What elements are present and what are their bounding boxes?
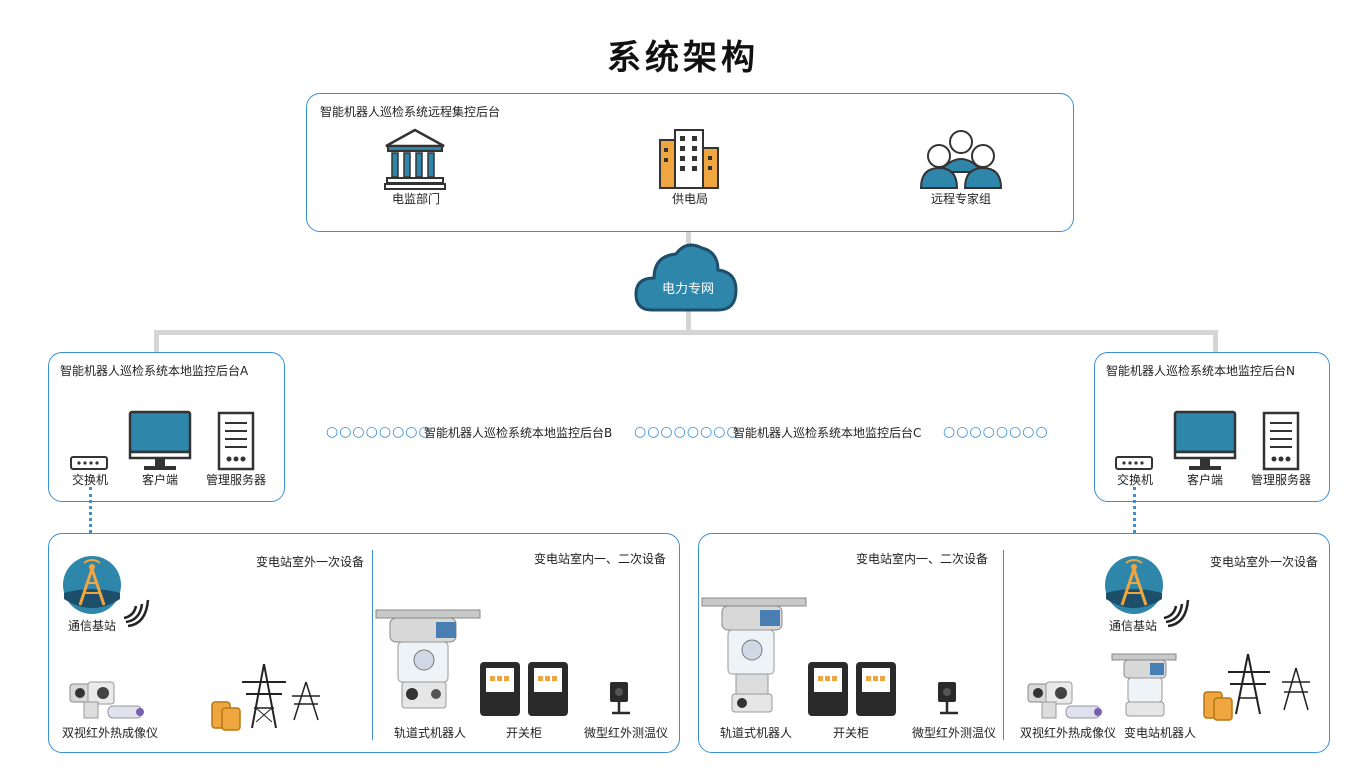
remote-control-center-label: 智能机器人巡检系统远程集控后台 — [320, 105, 501, 119]
rail-robot-icon — [375, 609, 481, 709]
connector-line — [686, 305, 691, 335]
connector-line — [154, 330, 1218, 335]
rail-robot-icon — [701, 597, 807, 713]
item-label: 交换机 — [71, 473, 109, 487]
transformer-tower-icon — [1203, 653, 1310, 721]
transformer-tower-icon — [211, 663, 320, 731]
wireless-link — [89, 487, 92, 557]
outdoor-label: 变电站室外一次设备 — [1210, 555, 1319, 569]
indoor-label: 变电站室内一、二次设备 — [534, 552, 667, 566]
switchgear-cabinet-icon — [480, 662, 568, 716]
item-label: 微型红外测温仪 — [911, 726, 997, 740]
wireless-signal-icon — [1163, 599, 1190, 628]
thermal-camera-icon — [1027, 681, 1102, 719]
switch-icon — [70, 456, 108, 470]
dots-connector: ○○○○○○○○ — [326, 424, 432, 440]
ir-thermometer-icon — [938, 682, 958, 715]
item-label: 管理服务器 — [1250, 473, 1312, 487]
dots-connector: ○○○○○○○○ — [634, 424, 740, 440]
local-monitor-n-label: 智能机器人巡检系统本地监控后台N — [1106, 364, 1295, 378]
item-label: 管理服务器 — [205, 473, 267, 487]
substation-left-box — [48, 533, 680, 753]
item-label: 双视红外热成像仪 — [61, 726, 159, 740]
item-label: 轨道式机器人 — [393, 726, 467, 740]
item-label: 微型红外测温仪 — [583, 726, 669, 740]
item-label: 客户端 — [141, 473, 179, 487]
building-icon — [659, 129, 719, 189]
item-label: 客户端 — [1186, 473, 1224, 487]
switch-icon — [1115, 456, 1153, 470]
indoor-label: 变电站室内一、二次设备 — [856, 552, 989, 566]
monitor-icon — [128, 410, 192, 470]
connector-line — [1213, 330, 1218, 353]
item-label: 变电站机器人 — [1123, 726, 1197, 740]
server-icon — [1262, 411, 1300, 471]
outdoor-label: 变电站室外一次设备 — [256, 555, 365, 569]
item-label: 交换机 — [1116, 473, 1154, 487]
dots-connector: ○○○○○○○○ — [943, 424, 1049, 440]
base-station-label: 通信基站 — [1108, 619, 1158, 633]
base-station-label: 通信基站 — [67, 619, 117, 633]
switchgear-cabinet-icon — [808, 662, 896, 716]
monitor-icon — [1173, 410, 1237, 470]
base-station-icon — [1105, 556, 1163, 614]
connector-line — [154, 330, 159, 353]
local-monitor-c-label: 智能机器人巡检系统本地监控后台C — [733, 426, 922, 440]
section-divider — [372, 550, 373, 740]
local-monitor-b-label: 智能机器人巡检系统本地监控后台B — [424, 426, 613, 440]
cloud-label: 电力专网 — [661, 282, 715, 297]
local-monitor-a-label: 智能机器人巡检系统本地监控后台A — [60, 364, 249, 378]
wireless-signal-icon — [123, 599, 150, 628]
item-label: 开关柜 — [832, 726, 870, 740]
page-title: 系统架构 — [607, 38, 759, 78]
section-divider — [1003, 550, 1004, 740]
server-icon — [217, 411, 255, 471]
item-label: 双视红外热成像仪 — [1019, 726, 1117, 740]
item-label: 供电局 — [671, 192, 709, 206]
cloud-icon — [634, 243, 738, 312]
base-station-icon — [63, 556, 121, 614]
bank-icon — [384, 128, 446, 190]
substation-robot-icon — [1111, 653, 1177, 717]
wireless-link — [1133, 487, 1136, 557]
people-group-icon — [919, 130, 1003, 189]
thermal-camera-icon — [69, 681, 144, 719]
item-label: 电监部门 — [391, 192, 441, 206]
item-label: 开关柜 — [505, 726, 543, 740]
ir-thermometer-icon — [610, 682, 630, 715]
item-label: 远程专家组 — [930, 192, 992, 206]
item-label: 轨道式机器人 — [719, 726, 793, 740]
